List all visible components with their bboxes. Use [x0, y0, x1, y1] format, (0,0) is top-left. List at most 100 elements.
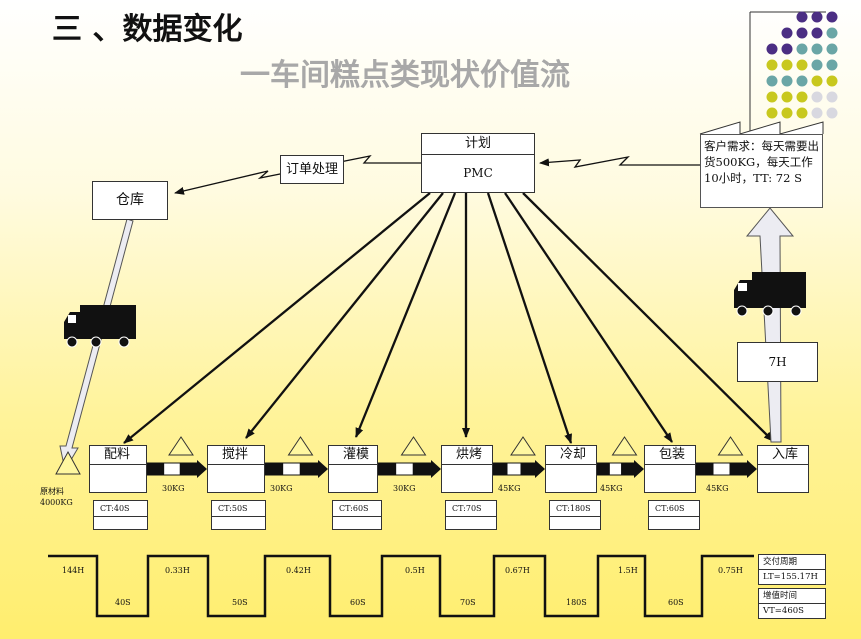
shipping-arrow: [745, 207, 795, 443]
pmc-arrow-jiaoban: [245, 192, 444, 439]
value-added-label: 增值时间: [758, 588, 826, 604]
cycle-time-row: [549, 517, 601, 530]
factory-dot: [766, 43, 778, 55]
factory-dot: [766, 107, 778, 119]
push-arrow: [377, 460, 441, 478]
factory-dot: [796, 91, 808, 103]
factory-dot: [826, 43, 838, 55]
process-box: [545, 465, 597, 493]
customer-info-flow: [539, 155, 700, 168]
inventory-qty: 45KG: [706, 484, 729, 493]
process-name: 入库: [757, 445, 809, 465]
processing-time: 40S: [115, 598, 131, 607]
factory-dot: [811, 107, 823, 119]
factory-dot: [781, 27, 793, 39]
factory-dot: [826, 107, 838, 119]
factory-dot: [781, 91, 793, 103]
inventory-qty: 30KG: [393, 484, 416, 493]
section-title: 三 、数据变化: [52, 12, 243, 47]
inventory-qty: 30KG: [162, 484, 185, 493]
pmc-arrow-baozhuang: [504, 192, 673, 443]
factory-dot: [796, 59, 808, 71]
processing-time: 70S: [460, 598, 476, 607]
processing-time: 60S: [668, 598, 684, 607]
process-box: [757, 465, 809, 493]
inbound-truck-icon: [64, 305, 136, 348]
inventory-qty: 30KG: [270, 484, 293, 493]
factory-dot: [811, 91, 823, 103]
process-name: 包装: [644, 445, 696, 465]
process-box: [644, 465, 696, 493]
cycle-time-row: [445, 517, 497, 530]
raw-material-qty: 4000KG: [40, 498, 73, 507]
inventory-icon: [510, 436, 536, 456]
raw-material-name: 原材料: [40, 487, 64, 496]
factory-dot: [811, 27, 823, 39]
cycle-time-row: [332, 517, 382, 530]
cycle-time-box: CT:180S: [549, 500, 601, 517]
cycle-time-box: CT:50S: [211, 500, 266, 517]
diagram-subtitle: 一车间糕点类现状价值流: [240, 58, 570, 93]
factory-dot: [811, 75, 823, 87]
factory-dot: [781, 107, 793, 119]
factory-dot: [826, 27, 838, 39]
pmc-arrow-ruku: [522, 192, 774, 442]
wait-time: 0.5H: [405, 566, 425, 575]
factory-dot: [796, 43, 808, 55]
factory-dot: [826, 59, 838, 71]
processing-time: 50S: [232, 598, 248, 607]
pmc-box: PMC: [421, 154, 535, 193]
cycle-time-row: [93, 517, 148, 530]
wait-time: 0.67H: [505, 566, 530, 575]
factory-dot: [796, 107, 808, 119]
factory-dot: [781, 43, 793, 55]
process-box: [441, 465, 493, 493]
factory-dot: [766, 75, 778, 87]
cycle-time-box: CT:70S: [445, 500, 497, 517]
processing-time: 180S: [566, 598, 587, 607]
process-name: 灌模: [328, 445, 378, 465]
push-arrow: [264, 460, 328, 478]
raw-material-inventory-icon: [55, 450, 81, 475]
wait-time: 144H: [62, 566, 85, 575]
process-name: 冷却: [545, 445, 597, 465]
warehouse-box: 仓库: [92, 181, 168, 220]
factory-dot: [826, 11, 838, 23]
customer-demand-box: 客户需求：每天需要出货500KG，每天工作10小时，TT: 72 S: [700, 134, 823, 208]
lead-time-label: 交付周期: [758, 554, 826, 570]
raw-material-label: 原材料 4000KG: [40, 486, 73, 508]
inventory-icon: [287, 436, 314, 456]
push-arrow: [492, 460, 545, 478]
factory-dot: [811, 59, 823, 71]
outbound-truck-icon: [734, 272, 806, 317]
wait-time: 0.33H: [165, 566, 190, 575]
process-box: [328, 465, 378, 493]
pmc-plan-header: 计划: [421, 133, 535, 155]
shipping-time-box: 7H: [737, 342, 818, 382]
wait-time: 0.75H: [718, 566, 743, 575]
inventory-icon: [400, 436, 427, 456]
factory-dot: [796, 75, 808, 87]
factory-dot: [811, 43, 823, 55]
inventory-icon: [168, 436, 194, 456]
factory-dot: [766, 91, 778, 103]
inventory-icon: [611, 436, 638, 456]
wait-time: 1.5H: [618, 566, 638, 575]
push-arrow: [695, 460, 757, 478]
inventory-qty: 45KG: [498, 484, 521, 493]
cycle-time-row: [211, 517, 266, 530]
push-arrow: [146, 460, 207, 478]
cycle-time-row: [648, 517, 700, 530]
inventory-icon: [717, 436, 744, 456]
factory-dot: [781, 59, 793, 71]
pmc-arrow-lengque: [486, 192, 573, 444]
wait-time: 0.42H: [286, 566, 311, 575]
push-arrow: [596, 460, 644, 478]
pmc-arrow-peiliao: [123, 192, 431, 444]
timeline-ladder: [48, 554, 754, 618]
value-added-value: VT=460S: [758, 603, 826, 619]
cycle-time-box: CT:60S: [332, 500, 382, 517]
factory-dot: [826, 91, 838, 103]
factory-dot: [826, 75, 838, 87]
